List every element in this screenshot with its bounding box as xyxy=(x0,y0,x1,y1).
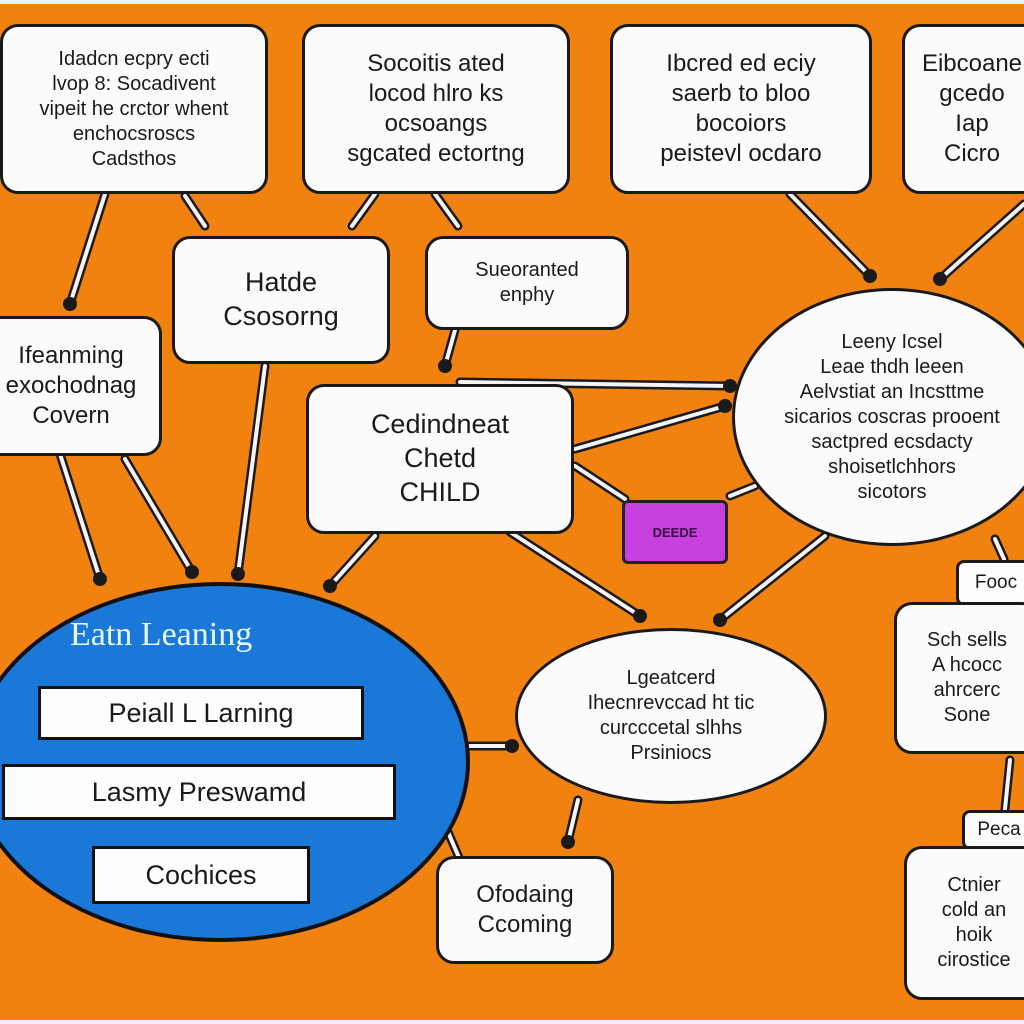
main-circle-title: Eatn Leaning xyxy=(70,616,253,653)
right-ellipse: Leeny Icsel Leae thdh leeen Aelvstiat an… xyxy=(732,288,1024,546)
connector-endpoint xyxy=(438,359,452,373)
connector-endpoint xyxy=(63,297,77,311)
center-box: Cedindneat Chetd CHILD xyxy=(306,384,574,534)
connector-lines xyxy=(55,189,1024,865)
right-box-mid: Sch sells A hcocc ahrcerc Sone xyxy=(894,602,1024,754)
magenta-badge: DEEDE xyxy=(622,500,728,564)
connector-endpoint xyxy=(323,579,337,593)
connector-endpoint xyxy=(93,572,107,586)
connector-endpoint xyxy=(723,379,737,393)
connector-endpoint xyxy=(713,613,727,627)
connector-endpoint xyxy=(718,399,732,413)
bottom-box: Ofodaing Ccoming xyxy=(436,856,614,964)
connector-endpoint xyxy=(561,835,575,849)
connector-endpoint xyxy=(863,269,877,283)
top-box-4: Eibcoane gcedo Iap Cicro xyxy=(902,24,1024,194)
connector-endpoint xyxy=(633,609,647,623)
right-tab-top: Fooc xyxy=(956,560,1024,606)
top-box-1: Idadcn ecpry ecti lvop 8: Socadivent vip… xyxy=(0,24,268,194)
connector-endpoint xyxy=(185,565,199,579)
diagram-canvas: Idadcn ecpry ecti lvop 8: Socadivent vip… xyxy=(0,4,1024,1020)
mid-box-left: Hatde Csosorng xyxy=(172,236,390,364)
connector-endpoint xyxy=(505,739,519,753)
main-circle-item-1: Peiall L Larning xyxy=(38,686,364,740)
center-ellipse: Lgeatcerd Ihecnrevccad ht tic curcccetal… xyxy=(515,628,827,804)
top-box-2: Socoitis ated locod hlro ks ocsoangs sgc… xyxy=(302,24,570,194)
mid-box-side: Ifeanming exochodnag Covern xyxy=(0,316,162,456)
top-box-3: Ibcred ed eciy saerb to bloo bocoiors pe… xyxy=(610,24,872,194)
mid-box-center: Sueoranted enphy xyxy=(425,236,629,330)
main-circle-item-3: Cochices xyxy=(92,846,310,904)
connector-endpoint xyxy=(231,567,245,581)
connector-endpoint xyxy=(933,272,947,286)
main-circle-item-2: Lasmy Preswamd xyxy=(2,764,396,820)
right-tab-bottom: Peca xyxy=(962,810,1024,850)
right-box-bottom: Ctnier cold an hoik cirostice xyxy=(904,846,1024,1000)
